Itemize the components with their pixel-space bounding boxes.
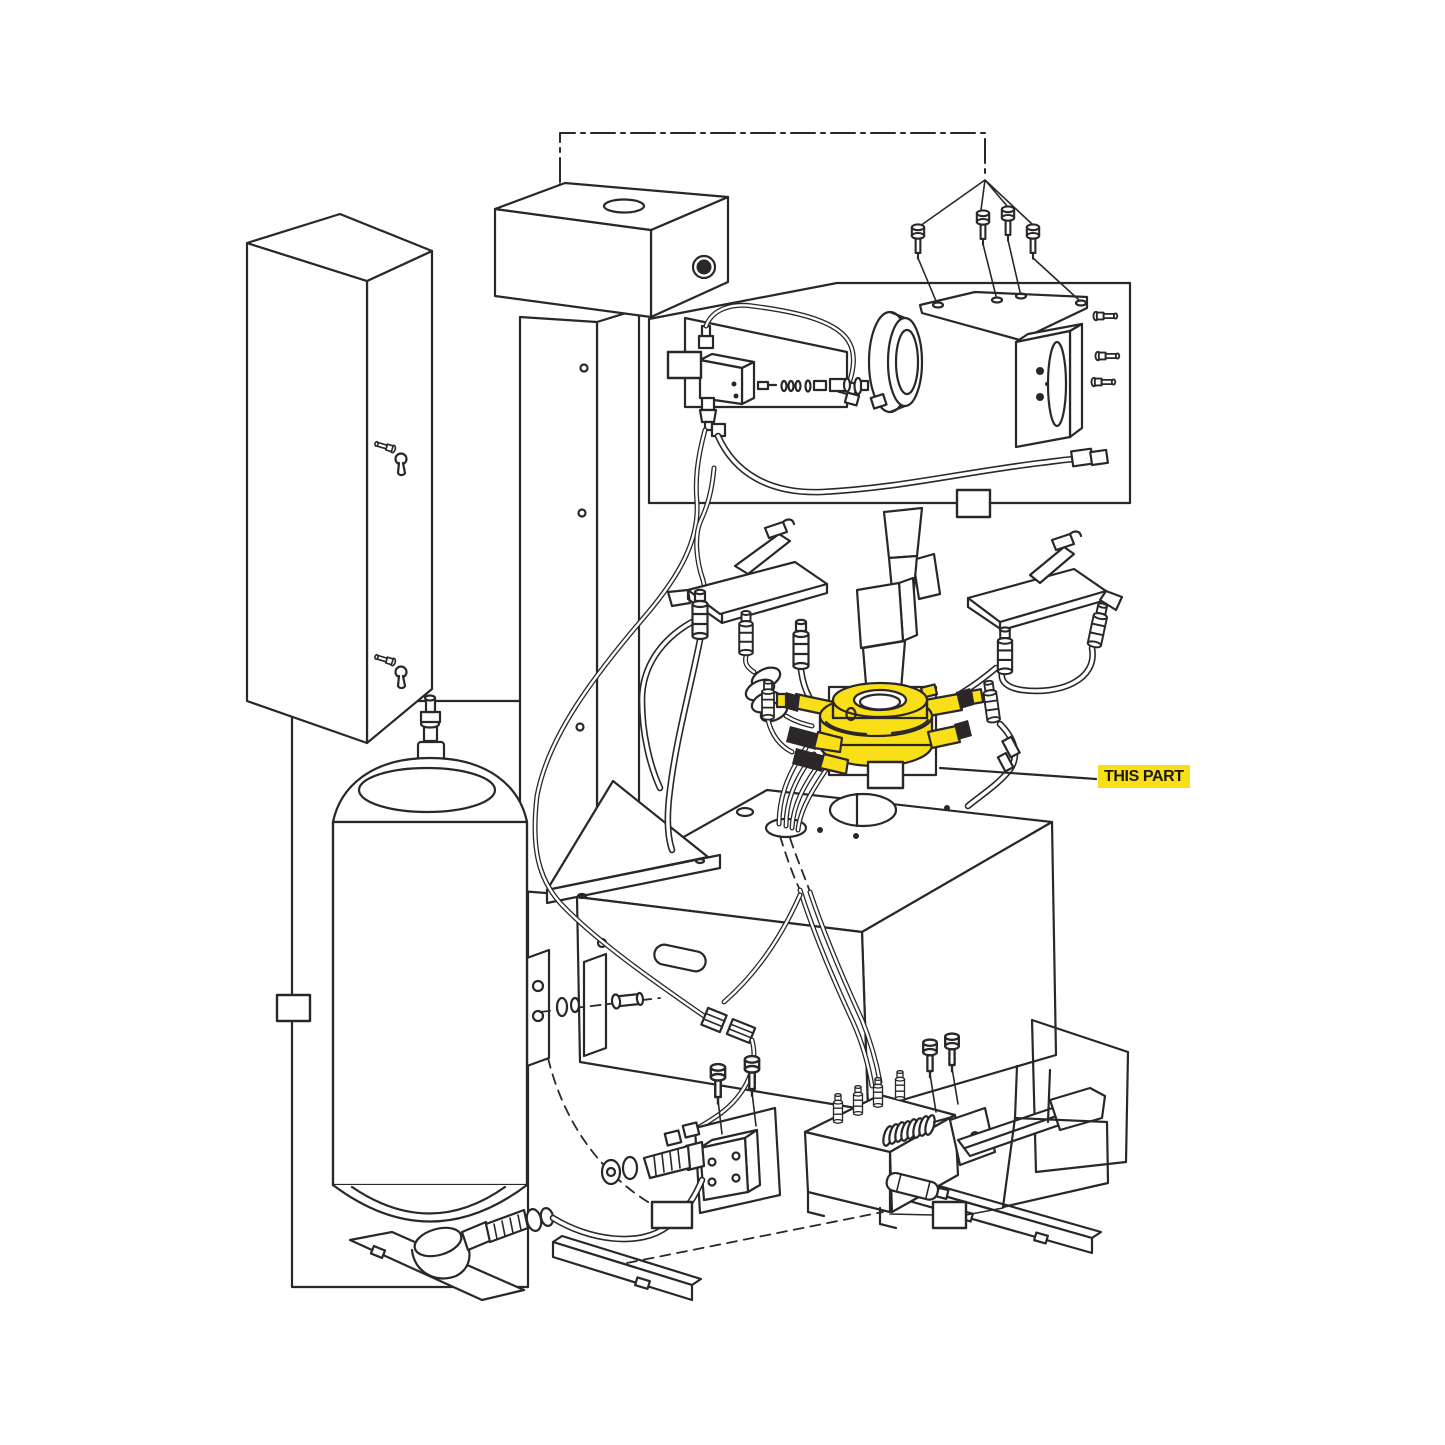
return-spring bbox=[882, 1114, 954, 1147]
keyhole-screw bbox=[373, 652, 408, 690]
mounting-bracket bbox=[918, 290, 1089, 342]
pedal-valve-assembly bbox=[803, 1032, 1110, 1230]
tower-cap bbox=[493, 181, 730, 319]
main-table bbox=[525, 779, 1130, 1217]
inline-hose-unions bbox=[700, 1006, 757, 1045]
table-hole bbox=[828, 792, 898, 828]
part-label-box bbox=[866, 760, 905, 790]
tank-drain-elbow bbox=[410, 1207, 555, 1280]
tee-fitting bbox=[691, 588, 709, 641]
tee-fitting bbox=[980, 679, 1002, 725]
base-boundary bbox=[1001, 1116, 1110, 1209]
wall-cabinet bbox=[245, 212, 434, 745]
left-foot-pedal bbox=[666, 518, 829, 625]
tee-fitting bbox=[761, 679, 775, 721]
handle-slot bbox=[653, 943, 707, 973]
exploded-fittings bbox=[756, 376, 870, 396]
tee-fitting bbox=[738, 610, 754, 657]
tee-fitting bbox=[792, 618, 810, 671]
part-label-box bbox=[955, 488, 992, 519]
this-part-callout: THIS PART bbox=[1098, 765, 1190, 788]
part-label-box bbox=[666, 350, 703, 380]
inflator-handle bbox=[855, 506, 942, 721]
air-tank bbox=[331, 694, 555, 1302]
tee-fitting bbox=[1086, 601, 1111, 650]
air-regulator bbox=[698, 352, 756, 432]
air-hose bbox=[710, 422, 1109, 496]
left-valve-block bbox=[549, 1054, 782, 1243]
pressure-gauge bbox=[867, 310, 924, 414]
keyhole-screw bbox=[373, 439, 408, 477]
side-cover bbox=[1014, 310, 1121, 449]
part-label-box bbox=[275, 993, 312, 1023]
callout-leader-line bbox=[938, 766, 1098, 781]
gusset-bracket bbox=[545, 779, 722, 905]
cap-knob bbox=[691, 254, 717, 280]
bracket-screws bbox=[910, 205, 1080, 302]
highlighted-part-rotary-coupler bbox=[775, 681, 985, 776]
tee-fitting bbox=[996, 626, 1014, 676]
part-label-box bbox=[931, 1200, 968, 1230]
part-label-box bbox=[650, 1200, 694, 1230]
muffler bbox=[885, 1171, 950, 1201]
hose-barb-fitting bbox=[600, 1140, 706, 1186]
gauge-bracket-detail bbox=[647, 205, 1132, 519]
pedal-lever bbox=[948, 1086, 1107, 1167]
